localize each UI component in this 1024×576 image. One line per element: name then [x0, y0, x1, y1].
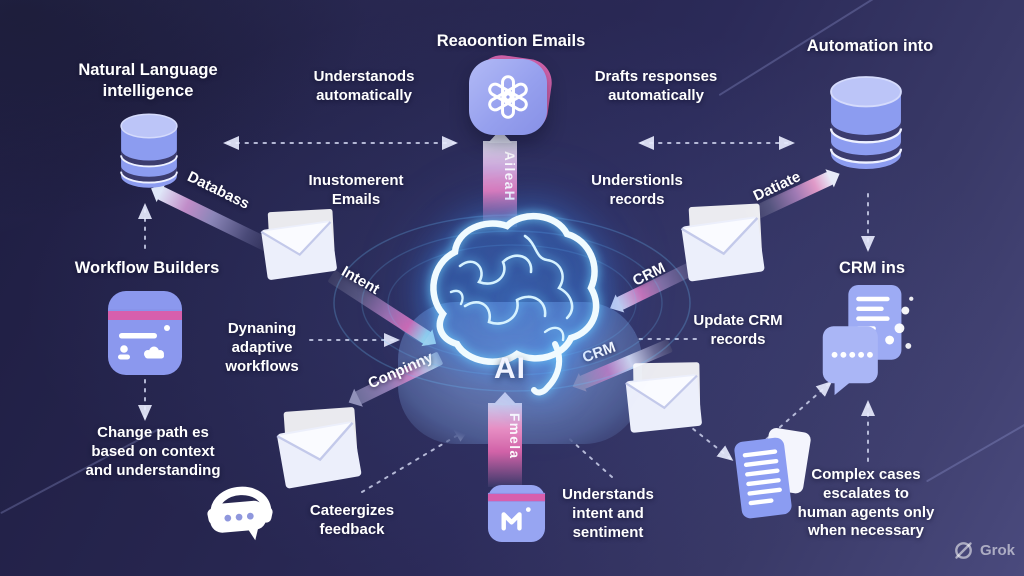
watermark: Grok	[953, 540, 1015, 561]
node-title-natural-language: Natural Language intelligence	[78, 61, 218, 100]
ribbon-up-text: AileaH	[502, 151, 517, 203]
caption-change-path: Change path es based on context and unde…	[85, 424, 221, 479]
ribbon-down-text: Fmela	[507, 413, 522, 460]
caption-understands-automatically: Understanods automatically	[313, 68, 415, 104]
envelope-icon-upper-left	[258, 200, 342, 293]
caption-inustomerent-emails: Inustomerent Emails	[308, 172, 404, 208]
caption-understands-intent: Understands intent and sentiment	[562, 486, 654, 541]
ai-platform-label: AI	[494, 352, 526, 385]
caption-drafts-responses: Drafts responses automatically	[594, 68, 718, 104]
crm-chat-cards-icon	[820, 283, 915, 406]
documents-icon	[732, 426, 814, 537]
ribbon-arrow-up-center: AileaH	[483, 141, 517, 227]
grok-logo-icon	[955, 542, 972, 559]
node-title-crm-ins: CRM ins	[839, 259, 905, 277]
ribbon-arrow-bottom-center: Fmela	[488, 403, 522, 487]
email-app-icon	[487, 483, 546, 549]
caption-understionls-records: Understionls records	[552, 172, 722, 210]
caption-cateergizes-feedback: Cateergizes feedback	[309, 502, 395, 538]
workflow-app-icon	[107, 287, 183, 382]
database-icon-right	[820, 64, 912, 187]
envelope-icon-lower-left	[274, 400, 366, 501]
caption-update-crm-records: Update CRM records	[693, 312, 783, 348]
ai-brain-icon	[430, 212, 600, 396]
envelope-icon-lower-right	[622, 350, 708, 449]
node-title-reaction-emails: Reaoontion Emails	[436, 32, 586, 50]
watermark-brand: Grok	[980, 542, 1016, 559]
badge-body	[469, 59, 547, 135]
envelope-icon-upper-right	[678, 196, 770, 293]
caption-complex-cases: Complex cases escalates to human agents …	[797, 466, 935, 540]
openai-badge	[469, 52, 555, 136]
openai-flower-icon	[488, 75, 528, 119]
database-icon-left	[110, 104, 188, 203]
caption-dynaning-workflows: Dynaning adaptive workflows	[225, 320, 299, 375]
headset-chat-icon	[196, 470, 284, 555]
node-title-workflow-builders: Workflow Builders	[74, 259, 220, 277]
node-title-automation-into: Automation into	[806, 37, 934, 55]
